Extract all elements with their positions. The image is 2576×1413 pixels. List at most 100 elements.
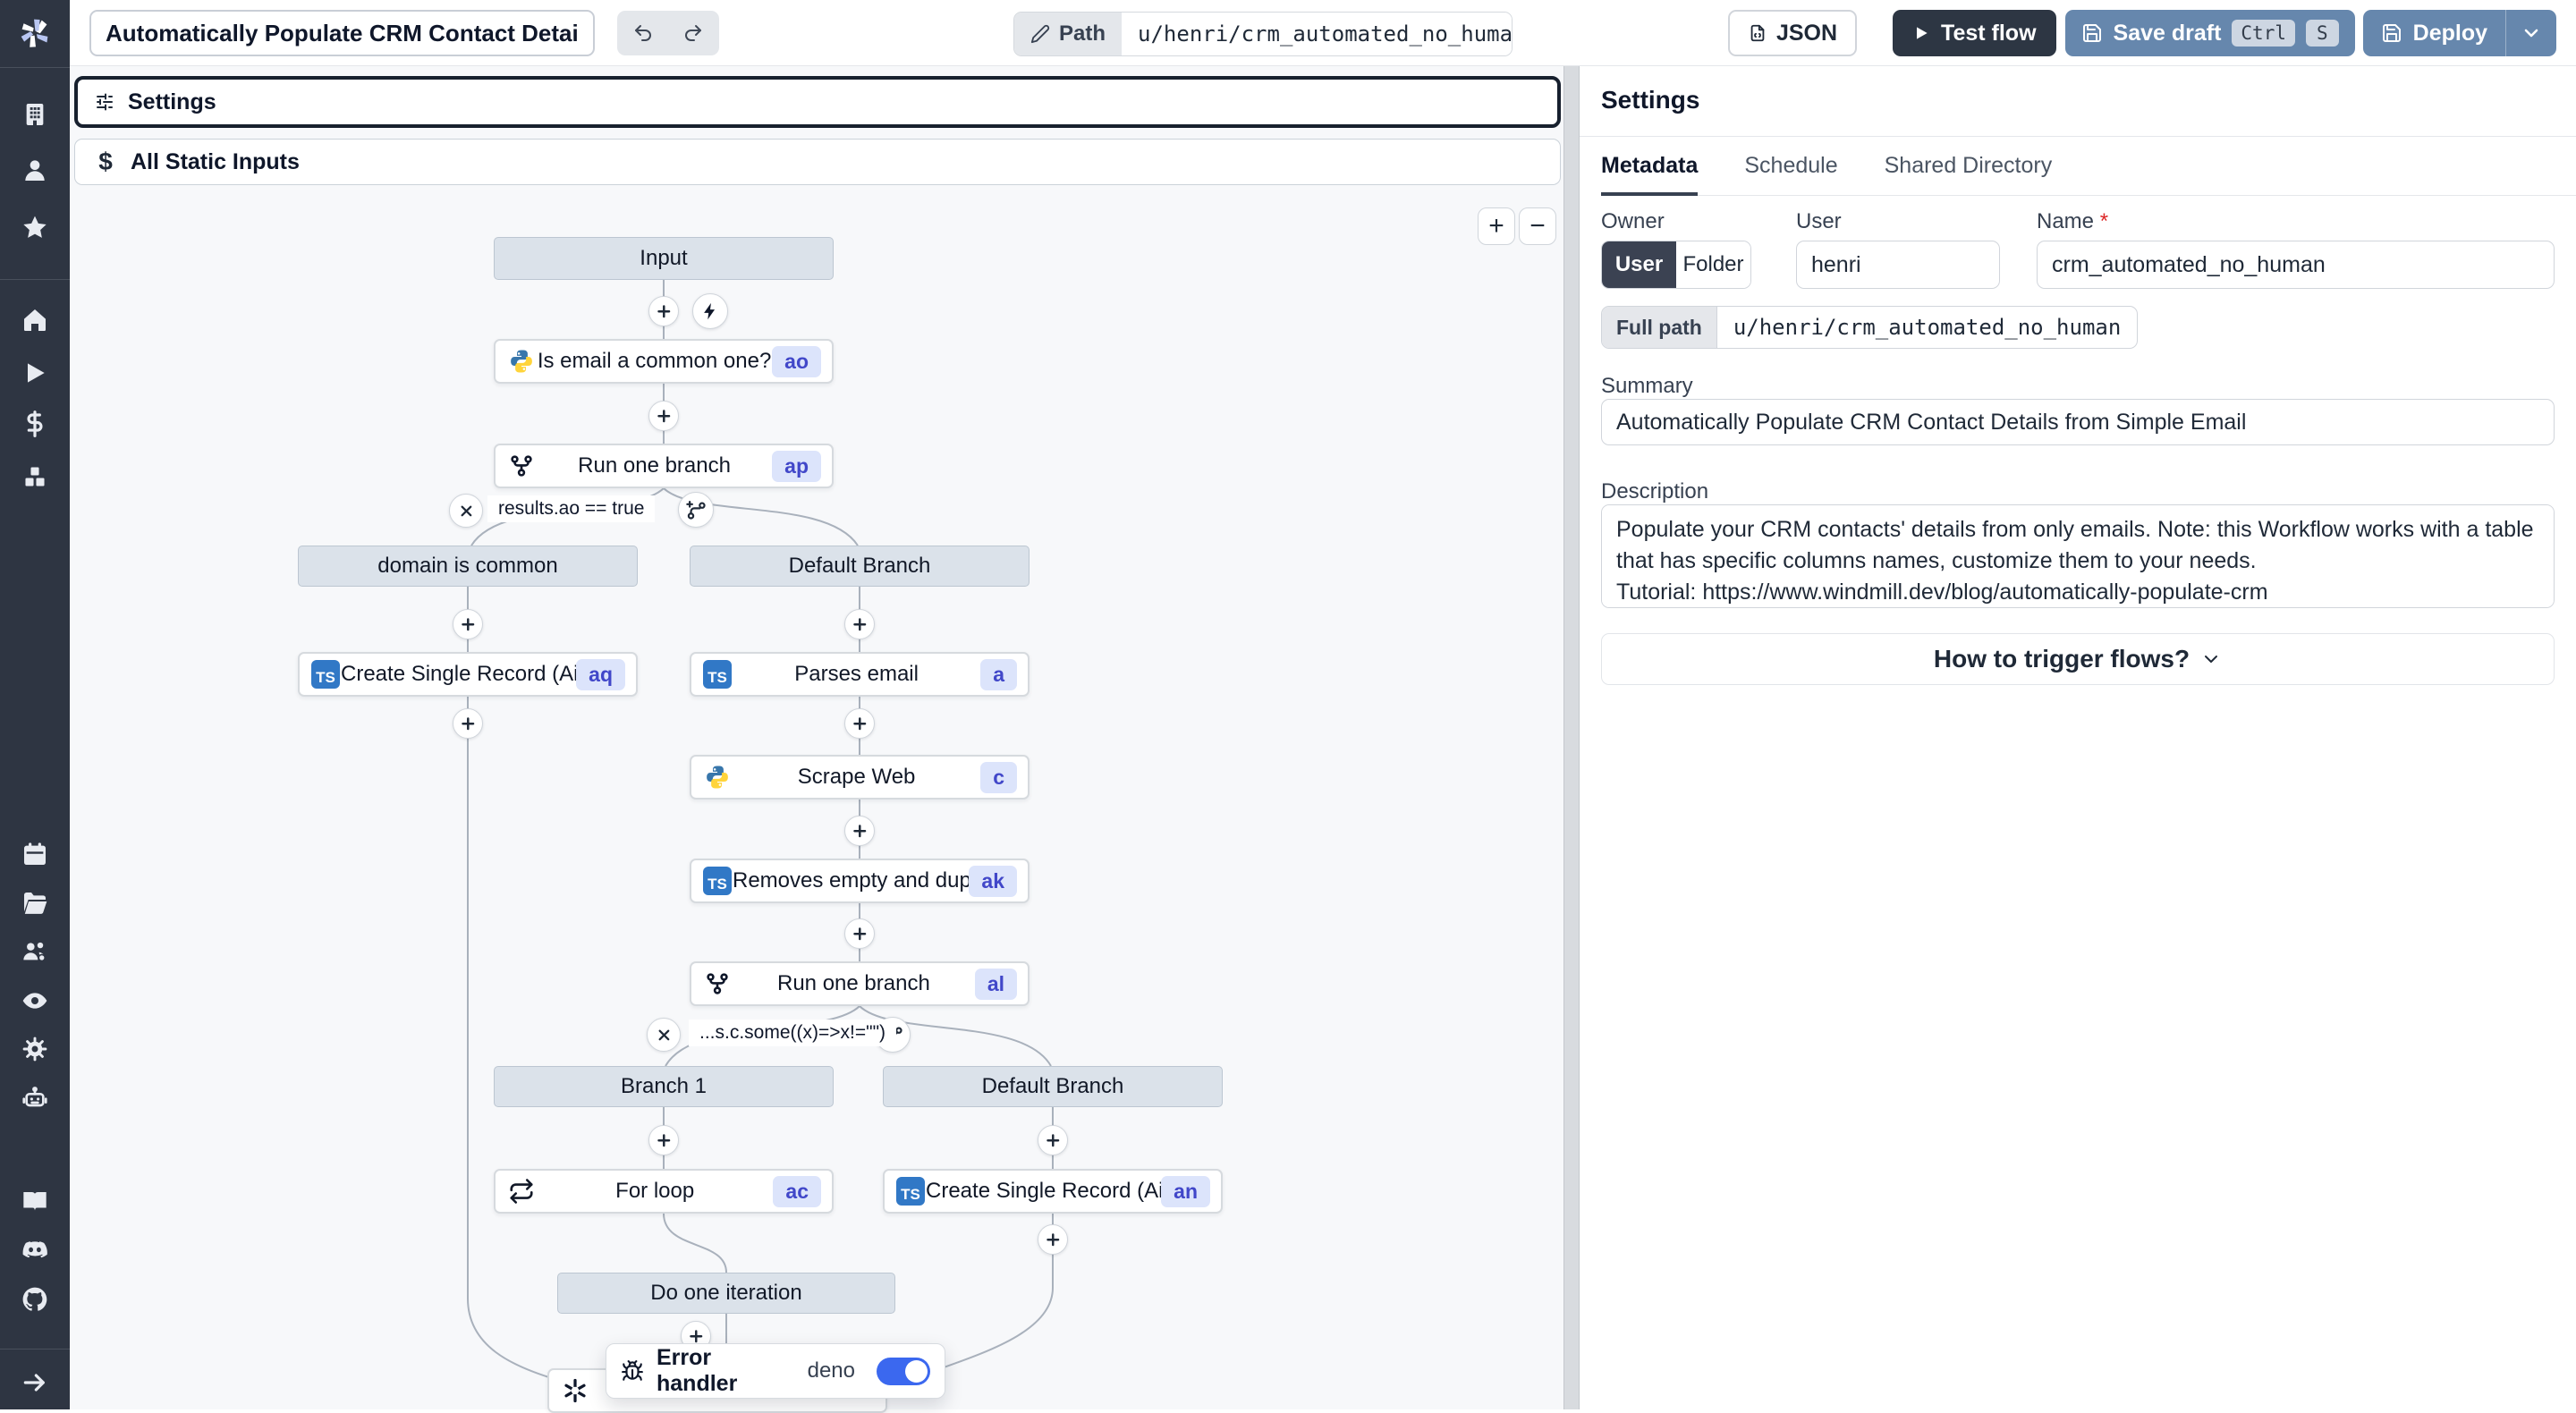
add-step-button[interactable] [1038, 1224, 1068, 1255]
owner-option-user[interactable]: User [1602, 241, 1676, 288]
pencil-icon [1030, 24, 1050, 44]
panel-resize-gutter[interactable] [1563, 66, 1580, 1409]
kbd-s: S [2306, 20, 2339, 47]
save-draft-button[interactable]: Save draft Ctrl S [2065, 10, 2355, 56]
chevron-down-icon [2200, 648, 2222, 670]
how-to-trigger-flows-button[interactable]: How to trigger flows? [1601, 633, 2555, 685]
sidebar-item-groups[interactable] [10, 926, 60, 977]
sidebar-item-resources[interactable] [10, 452, 60, 502]
flow-settings-box[interactable]: Settings [74, 76, 1561, 128]
flow-step-ao[interactable]: Is email a common one?ao [494, 339, 834, 384]
add-step-button[interactable] [1038, 1125, 1068, 1155]
sidebar-item-variables[interactable] [10, 399, 60, 449]
user-input[interactable] [1796, 241, 2000, 289]
add-step-button[interactable] [453, 708, 483, 739]
sidebar-item-docs[interactable] [10, 1176, 60, 1226]
sidebar-item-expand[interactable] [10, 1358, 60, 1408]
flow-branch-header-input[interactable]: Input [494, 237, 834, 280]
sidebar-item-user[interactable] [10, 145, 60, 195]
sidebar-item-audit[interactable] [10, 976, 60, 1026]
step-id-badge: c [980, 762, 1017, 793]
step-label: Run one branch [733, 971, 975, 996]
step-label: Run one branch [537, 453, 772, 478]
path-value[interactable]: u/henri/crm_automated_no_human [1122, 13, 1512, 55]
step-id-badge: an [1161, 1176, 1210, 1207]
full-path-field: Full path u/henri/crm_automated_no_human [1601, 306, 2138, 349]
add-step-button[interactable] [453, 609, 483, 639]
json-button[interactable]: JSON [1728, 10, 1857, 56]
tab-metadata[interactable]: Metadata [1601, 137, 1698, 195]
sidebar-item-home[interactable] [10, 295, 60, 345]
sidebar-item-runs[interactable] [10, 348, 60, 398]
dollar-icon: $ [93, 149, 118, 174]
branch-label: Do one iteration [558, 1281, 894, 1306]
add-branch-button[interactable] [678, 492, 714, 528]
zoom-in-button[interactable]: + [1478, 207, 1515, 245]
summary-input[interactable] [1601, 399, 2555, 445]
deploy-save-icon [2381, 22, 2402, 44]
sidebar-item-favorites[interactable] [10, 203, 60, 253]
flow-branch-header-hdr_b1[interactable]: Branch 1 [494, 1066, 834, 1107]
sidebar-item-workers[interactable] [10, 1073, 60, 1123]
sliders-icon [94, 91, 115, 113]
add-step-button[interactable] [648, 401, 679, 431]
name-input[interactable] [2037, 241, 2555, 289]
all-static-inputs-box[interactable]: $ All Static Inputs [74, 139, 1561, 185]
flow-settings-label: Settings [128, 89, 216, 115]
step-id-badge: ap [772, 451, 821, 482]
add-step-button[interactable] [844, 918, 875, 949]
add-step-button[interactable] [648, 296, 679, 326]
tab-schedule[interactable]: Schedule [1744, 137, 1837, 195]
undo-button[interactable] [621, 14, 665, 52]
flow-branch-header-hdr_domain[interactable]: domain is common [298, 546, 638, 587]
deploy-button[interactable]: Deploy [2363, 10, 2556, 56]
branch-label: Branch 1 [495, 1074, 833, 1099]
description-label: Description [1601, 479, 1708, 504]
owner-label: Owner [1601, 209, 1665, 234]
remove-branch-button[interactable] [647, 1018, 681, 1052]
python-icon [702, 762, 733, 792]
sidebar-item-settings[interactable] [10, 1024, 60, 1074]
sidebar-divider [0, 67, 70, 68]
redo-button[interactable] [671, 14, 716, 52]
zoom-out-button[interactable]: − [1519, 207, 1556, 245]
error-handler-card[interactable]: Error handler deno [606, 1343, 945, 1399]
flow-branch-header-hdr_def2[interactable]: Default Branch [883, 1066, 1223, 1107]
flow-title-input[interactable] [89, 10, 595, 56]
trigger-bolt-button[interactable] [692, 293, 728, 329]
sidebar-item-schedules[interactable] [10, 829, 60, 879]
step-label: Scrape Web [733, 765, 980, 790]
owner-option-folder[interactable]: Folder [1676, 241, 1750, 288]
path-chip[interactable]: Path [1014, 13, 1122, 55]
flow-branch-header-hdr_def1[interactable]: Default Branch [690, 546, 1030, 587]
test-flow-button[interactable]: Test flow [1893, 10, 2055, 56]
sidebar-item-folders[interactable] [10, 878, 60, 928]
deploy-dropdown-button[interactable] [2506, 10, 2556, 56]
sidebar-item-workspace[interactable] [10, 89, 60, 140]
branch-label: domain is common [299, 554, 637, 579]
flow-branch-header-hdr_iter[interactable]: Do one iteration [557, 1273, 895, 1314]
add-step-button[interactable] [844, 609, 875, 639]
add-step-button[interactable] [648, 1125, 679, 1155]
step-label: Removes empty and duplicates [733, 868, 969, 893]
remove-branch-button[interactable] [449, 494, 483, 528]
typescript-icon: TS [702, 866, 733, 896]
add-step-button[interactable] [844, 816, 875, 846]
windmill-logo[interactable] [10, 8, 60, 58]
sidebar-item-discord[interactable] [10, 1225, 60, 1275]
add-step-button[interactable] [844, 708, 875, 739]
error-handler-language: deno [808, 1358, 855, 1383]
sidebar-item-github[interactable] [10, 1274, 60, 1324]
description-textarea[interactable]: Populate your CRM contacts' details from… [1601, 504, 2555, 608]
tab-shared-directory[interactable]: Shared Directory [1885, 137, 2053, 195]
settings-tabs: Metadata Schedule Shared Directory [1601, 137, 2576, 196]
error-handler-toggle[interactable] [877, 1358, 930, 1385]
